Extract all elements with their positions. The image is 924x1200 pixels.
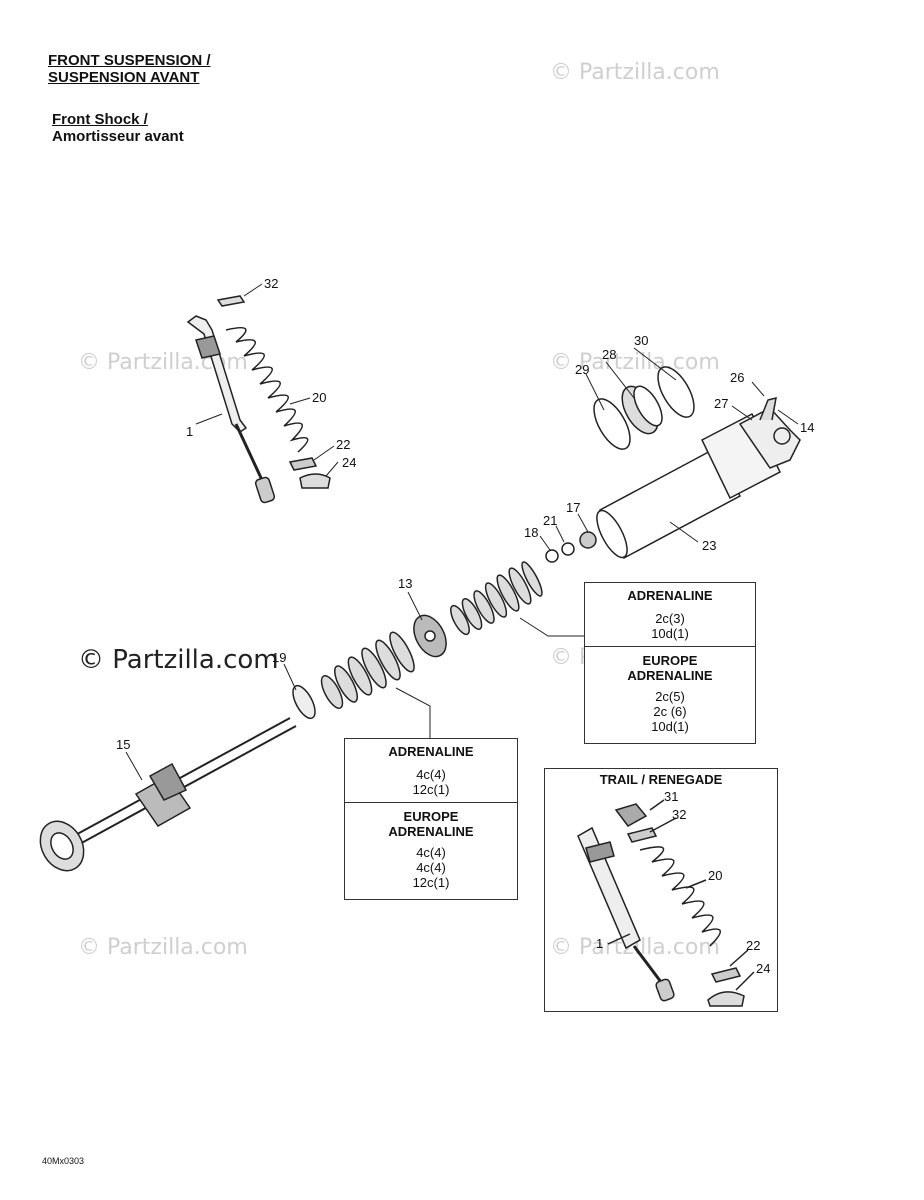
callout-27: 27: [714, 396, 729, 411]
inset-title: TRAIL / RENEGADE: [599, 772, 723, 787]
shock-body: [596, 396, 801, 560]
washer-18: [545, 549, 559, 563]
callout-23: 23: [702, 538, 717, 553]
valve-stack-right: [450, 561, 543, 636]
washer-21: [561, 542, 575, 556]
callout-20: 20: [708, 868, 723, 883]
inset-shock-assembly: [577, 799, 755, 1007]
valve-stack-left: [320, 631, 415, 709]
callout-22: 22: [336, 437, 351, 452]
callout-19: 19: [272, 650, 287, 665]
callout-18: 18: [524, 525, 539, 540]
callout-32: 32: [264, 276, 279, 291]
callout-31: 31: [664, 789, 679, 804]
callout-17: 17: [566, 500, 581, 515]
callout-24: 24: [756, 961, 771, 976]
callout-30: 30: [634, 333, 649, 348]
callout-29: 29: [575, 362, 590, 377]
variant-title: ADRENALINE: [388, 744, 474, 759]
callout-1: 1: [186, 424, 194, 439]
variant-box-right: ADRENALINE 2c(3) 10d(1) EUROPE ADRENALIN…: [584, 582, 756, 744]
variant-qty: 4c(4): [416, 845, 446, 860]
callout-14: 14: [800, 420, 815, 435]
callout-1: 1: [596, 936, 604, 951]
watermark: © Partzilla.com: [78, 935, 248, 960]
title-line-1: FRONT SUSPENSION /: [48, 52, 211, 69]
leader-lines: [125, 283, 799, 781]
variant-title: ADRENALINE: [388, 824, 474, 839]
variant-qty: 2c(3): [655, 611, 685, 626]
variant-title: ADRENALINE: [627, 668, 713, 683]
callout-26: 26: [730, 370, 745, 385]
page-title: FRONT SUSPENSION / SUSPENSION AVANT: [48, 52, 211, 86]
callout-21: 21: [543, 513, 558, 528]
subtitle-line-1: Front Shock /: [52, 111, 148, 128]
title-line-2: SUSPENSION AVANT: [48, 69, 200, 86]
watermark: © Partzilla.com: [550, 350, 720, 375]
variant-title: EUROPE: [642, 653, 698, 668]
callout-28: 28: [602, 347, 617, 362]
figure-code: 40Mx0303: [42, 1156, 85, 1166]
callout-32: 32: [672, 807, 687, 822]
variant-qty: 4c(4): [416, 860, 446, 875]
watermark: © Partzilla.com: [550, 60, 720, 85]
ring-29: [593, 398, 631, 450]
variant-qty: 10d(1): [651, 719, 689, 734]
variant-qty: 4c(4): [416, 767, 446, 782]
washer-19: [292, 684, 316, 720]
subtitle-line-2: Amortisseur avant: [52, 128, 184, 145]
inset-frame: TRAIL / RENEGADE: [544, 768, 778, 1012]
variant-qty: 12c(1): [412, 875, 450, 890]
watermark: © Partzilla.com: [78, 645, 279, 675]
variant-qty: 12c(1): [412, 782, 450, 797]
callout-13: 13: [398, 576, 413, 591]
page-subtitle: Front Shock / Amortisseur avant: [52, 111, 184, 145]
nut-17: [579, 531, 597, 549]
top-shock-assembly: [186, 295, 331, 504]
piston-13: [413, 614, 447, 658]
callout-15: 15: [116, 737, 131, 752]
variant-box-center: ADRENALINE 4c(4) 12c(1) EUROPE ADRENALIN…: [344, 738, 518, 900]
variant-qty: 2c (6): [653, 704, 687, 719]
callout-24: 24: [342, 455, 357, 470]
variant-qty: 10d(1): [651, 626, 689, 641]
callout-20: 20: [312, 390, 327, 405]
ring-30: [657, 366, 695, 418]
shaft-15: [39, 717, 297, 872]
ring-28: [621, 385, 663, 435]
variant-title: EUROPE: [403, 809, 459, 824]
variant-qty: 2c(5): [655, 689, 685, 704]
callout-22: 22: [746, 938, 761, 953]
variant-title: ADRENALINE: [627, 588, 713, 603]
